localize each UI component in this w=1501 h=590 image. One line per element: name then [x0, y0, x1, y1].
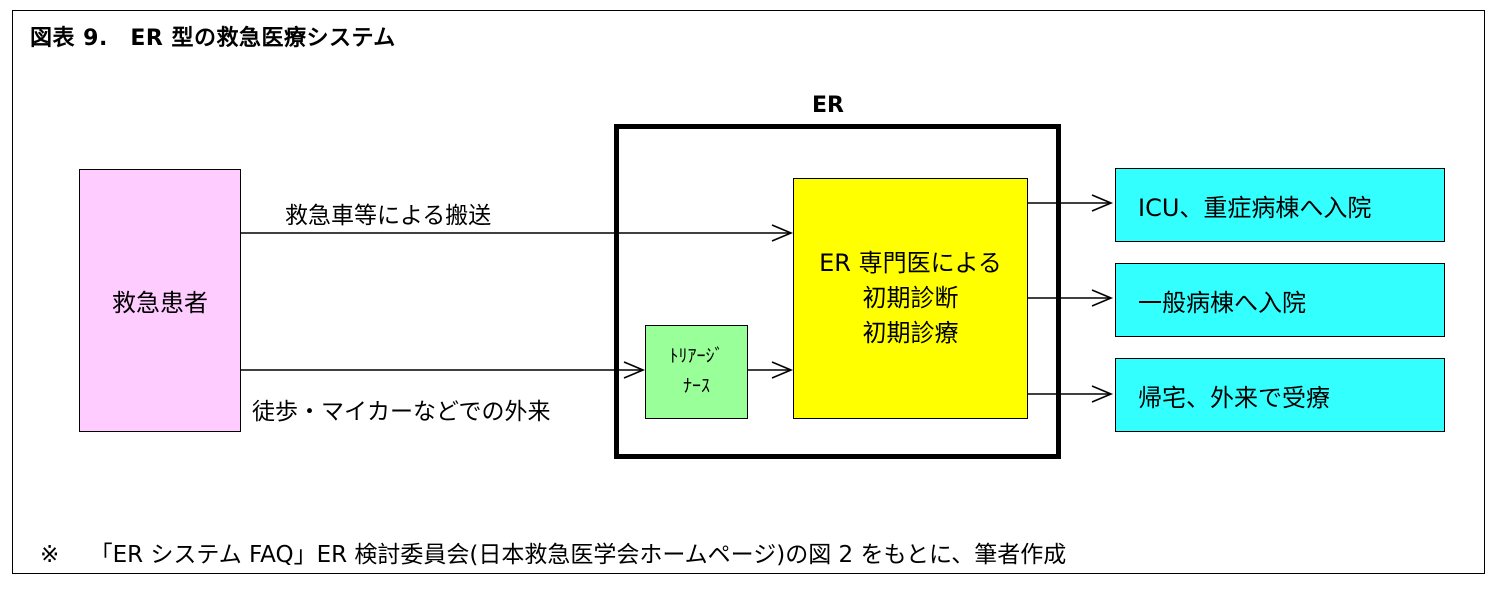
outcome-general-ward-box: 一般病棟へ入院 — [1115, 263, 1445, 337]
triage-label-line1: ﾄﾘｱｰｼﾞ — [669, 346, 724, 367]
outcome-home-label: 帰宅、外来で受療 — [1138, 383, 1330, 412]
arrowhead-walk-in — [623, 361, 646, 379]
doctor-label-line1: ER 専門医による — [819, 249, 1002, 277]
arrowhead-to-general — [1091, 289, 1114, 307]
outcome-icu-label: ICU、重症病棟へ入院 — [1138, 193, 1372, 222]
doctor-label-line3: 初期診療 — [862, 319, 959, 347]
arrowhead-triage-to-doctor — [771, 361, 794, 379]
triage-label-line2: ﾅｰｽ — [683, 376, 710, 397]
arrowhead-ambulance — [771, 224, 794, 242]
patient-label: 救急患者 — [112, 289, 208, 317]
figure-frame — [12, 10, 1485, 574]
outcome-home-box: 帰宅、外来で受療 — [1115, 358, 1445, 432]
patient-box: 救急患者 — [79, 169, 241, 432]
figure-title: 図表 9. ER 型の救急医療システム — [30, 26, 396, 51]
outcome-icu-box: ICU、重症病棟へ入院 — [1115, 168, 1445, 242]
doctor-label-line2: 初期診断 — [862, 284, 959, 312]
er-boundary — [614, 124, 1061, 459]
outcome-general-label: 一般病棟へ入院 — [1138, 288, 1306, 317]
source-footnote: ※ 「ER システム FAQ」ER 検討委員会(日本救急医学会ホームページ)の図… — [40, 542, 1067, 568]
arrowhead-to-icu — [1091, 194, 1114, 212]
er-doctor-box: ER 専門医による 初期診断 初期診療 — [793, 178, 1028, 419]
arrowhead-to-home — [1091, 385, 1114, 403]
edge-label-walk-in: 徒歩・マイカーなどでの外来 — [252, 399, 551, 425]
triage-nurse-box: ﾄﾘｱｰｼﾞ ﾅｰｽ — [645, 325, 748, 419]
er-label: ER — [812, 93, 844, 118]
edge-label-ambulance: 救急車等による搬送 — [285, 203, 492, 229]
